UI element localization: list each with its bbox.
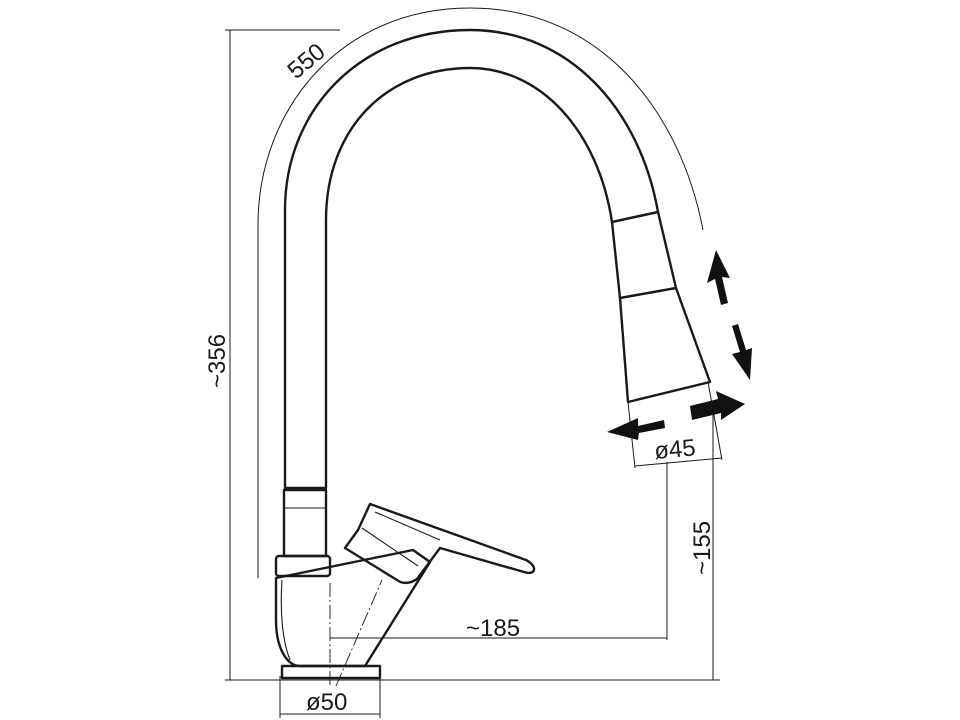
movement-arrows xyxy=(607,250,752,440)
spout-height-label: ~155 xyxy=(689,521,716,575)
reach-label: ~185 xyxy=(466,615,520,642)
total-height-label: ~356 xyxy=(204,334,231,388)
dimension-labels: 550 ~356 ~155 ~185 ø45 ø50 xyxy=(204,38,716,716)
hose-collar xyxy=(274,488,332,578)
dimension-lines xyxy=(225,7,723,718)
lever-handle xyxy=(343,502,536,585)
head-diameter-label: ø45 xyxy=(653,434,697,465)
right-arrow-icon xyxy=(690,391,745,420)
base-plate xyxy=(280,664,382,680)
flexible-hose xyxy=(283,28,660,490)
faucet-body xyxy=(274,548,432,680)
spray-head xyxy=(610,210,712,404)
faucet-body-shape xyxy=(274,548,432,668)
down-arrow-icon xyxy=(732,324,752,380)
hose-length-label: 550 xyxy=(283,38,331,84)
left-arrow-icon xyxy=(607,418,665,440)
up-arrow-icon xyxy=(707,250,730,305)
base-diameter-label: ø50 xyxy=(306,689,347,716)
